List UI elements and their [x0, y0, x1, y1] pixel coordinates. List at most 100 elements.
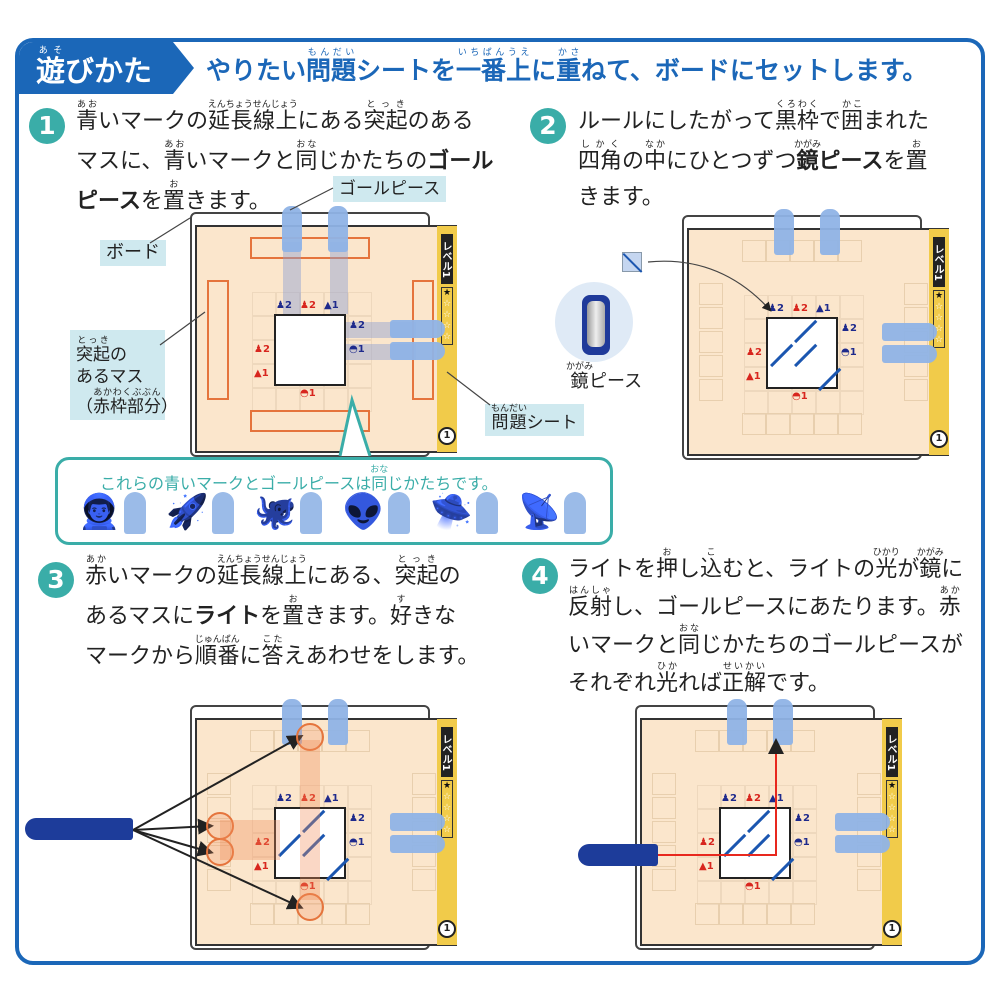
bump-cell: [652, 821, 676, 843]
furigana: かがみ: [916, 548, 944, 558]
light-path-highlight: [220, 820, 280, 860]
mark-label: ◓1: [792, 391, 808, 402]
step-2-text: ルールにしたがって黒枠くろわくで囲かこまれた四角しかくの中なかにひとつずつ鏡かが…: [578, 100, 929, 216]
text-segment: マークから: [85, 644, 196, 669]
mark-label: ◓1: [841, 347, 857, 358]
furigana: とっき: [394, 555, 439, 565]
furigana: しかく: [578, 140, 623, 150]
bump-cell: [207, 773, 231, 795]
text-segment: 黒枠くろわく: [774, 100, 819, 134]
furigana: ひかり: [872, 548, 900, 558]
goal-piece-icon: [727, 699, 747, 745]
text-segment: きます。: [304, 604, 390, 629]
board-cell: [697, 881, 721, 905]
text-segment: むと、ライトの: [722, 557, 876, 582]
text-segment: マスに、: [76, 149, 164, 174]
bump-cell: [346, 730, 370, 752]
text-segment: （: [76, 397, 93, 417]
mirror-thumbnail-icon: [622, 252, 643, 273]
bump-cell: [699, 379, 723, 401]
furigana: えんちょうせんじょう: [207, 100, 298, 110]
goal-piece-icon: [835, 835, 890, 853]
board-cell: [840, 367, 864, 391]
board-cell: [348, 857, 372, 881]
text-line: （赤枠部分あかわくぶぶん）: [76, 388, 178, 418]
text-line: 反射はんしゃし、ゴールピースにあたります。赤あか: [568, 586, 963, 624]
board-cell: [348, 809, 372, 833]
bump-cell: [695, 903, 719, 925]
bump-cell: [838, 240, 862, 262]
bump-cell: [791, 730, 815, 752]
furigana: お: [282, 595, 305, 605]
goal-piece-icon: [820, 209, 840, 255]
mirror-grid: [274, 314, 346, 386]
board-cell: [793, 881, 817, 905]
text-segment: びかた: [65, 54, 153, 88]
furigana: す: [389, 595, 412, 605]
text-segment: 一番いちばん: [456, 48, 507, 85]
text-segment: 突起とっき: [76, 336, 110, 365]
furigana: かこ: [840, 100, 863, 110]
text-segment: 問題もんだい: [491, 404, 528, 433]
board-cell: [348, 833, 372, 857]
bump-cell: [652, 869, 676, 891]
furigana: ひか: [656, 662, 679, 672]
text-line: ルールにしたがって黒枠くろわくで囲かこまれた: [578, 100, 929, 140]
furigana: お: [162, 180, 185, 190]
text-segment: 赤あか: [938, 586, 961, 620]
text-segment: きな: [412, 604, 457, 629]
text-segment: 赤あか: [85, 555, 108, 589]
light-path-highlight: [300, 740, 320, 900]
goal-piece-icon: [124, 492, 146, 534]
board-cell: [348, 364, 372, 388]
target-bump-ring: [206, 838, 234, 866]
bump-cell: [814, 413, 838, 435]
text-line: 突起とっきの: [76, 336, 159, 366]
target-bump-ring: [296, 893, 324, 921]
mark-label: ♟2: [792, 303, 808, 314]
board-cell: [348, 388, 372, 412]
bump-cell: [742, 240, 766, 262]
text-segment: です。: [766, 671, 830, 696]
bump-cell: [699, 355, 723, 377]
goal-piece-icon: [390, 813, 445, 831]
text-segment: で: [818, 109, 841, 134]
furigana: なか: [644, 140, 667, 150]
text-segment: ）: [161, 397, 178, 417]
level-label: レベル1: [932, 237, 945, 287]
board-cell: [348, 340, 372, 364]
goal-piece-icon: [564, 492, 586, 534]
text-segment: ルールにしたがって: [578, 109, 775, 134]
board-cell: [793, 809, 817, 833]
board-cell: [276, 388, 300, 412]
bump-cell: [699, 283, 723, 305]
bump-cell: [904, 283, 928, 305]
mark-label: ▲1: [746, 371, 761, 382]
mark-label: ♟2: [349, 813, 365, 824]
goal-piece-icon: [882, 323, 937, 341]
text-segment: にある: [297, 109, 364, 134]
mark-label: ◓1: [300, 388, 316, 399]
text-segment: それぞれ: [568, 671, 657, 696]
text-segment: 置お: [282, 595, 305, 629]
rocket-icon: 🚀: [166, 492, 209, 532]
goal-piece-icon: [390, 835, 445, 853]
text-segment: じかたちの: [317, 149, 428, 174]
furigana: おな: [370, 465, 389, 475]
furigana: くろわく: [774, 100, 819, 110]
text-segment: ゴール: [427, 149, 494, 174]
goal-piece-icon: [835, 813, 890, 831]
furigana: あかわくぶぶん: [93, 388, 161, 398]
text-line: ライトを押おし込こむと、ライトの光ひかりが鏡かがみに: [568, 548, 963, 586]
text-segment: に: [941, 557, 964, 582]
bump-cell: [274, 903, 298, 925]
bump-cell: [412, 773, 436, 795]
goal-piece-icon: [390, 342, 445, 360]
text-segment: シート: [526, 413, 578, 433]
mark-label: ♟2: [746, 347, 762, 358]
text-segment: 込こ: [700, 548, 723, 582]
text-segment: 正解せいかい: [722, 662, 767, 696]
step-3-text: 赤あかいマークの延長線上えんちょうせんじょうにある、突起とっきのあるマスにライト…: [85, 555, 479, 675]
furigana: うえ: [506, 48, 532, 58]
text-segment: 同おな: [678, 624, 701, 658]
